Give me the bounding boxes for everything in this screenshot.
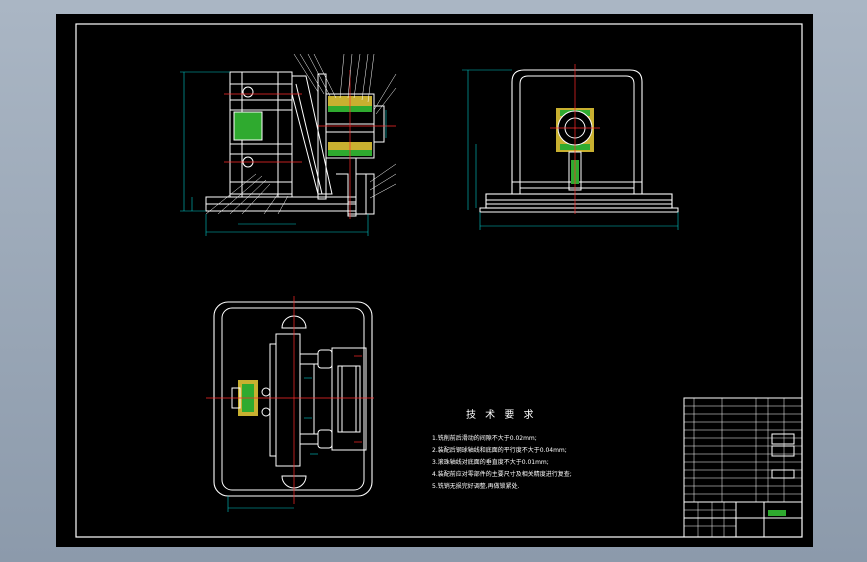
notes-title: 技 术 要 求	[466, 408, 537, 421]
cad-drawing: 技 术 要 求 1.铣削前后滑动的间隙不大于0.02mm; 2.装配后钢球轴线和…	[75, 23, 803, 538]
technical-requirements: 技 术 要 求 1.铣削前后滑动的间隙不大于0.02mm; 2.装配后钢球轴线和…	[432, 408, 572, 490]
drawing-frame	[75, 23, 803, 538]
side-view	[462, 64, 679, 230]
front-section-view	[180, 53, 397, 236]
note-item: 2.装配后钢球轴线和底面的平行度不大于0.04mm;	[432, 446, 567, 454]
drawing-sheet: 技 术 要 求 1.铣削前后滑动的间隙不大于0.02mm; 2.装配后钢球轴线和…	[56, 14, 813, 547]
note-item: 4.装配前应对零部件的主要尺寸及相关精度进行复查;	[432, 470, 572, 478]
top-view	[206, 296, 374, 512]
title-block	[683, 397, 803, 538]
note-item: 1.铣削前后滑动的间隙不大于0.02mm;	[432, 434, 537, 442]
note-item: 5.铣销无损完好调整,再做锁紧处.	[432, 482, 520, 490]
note-item: 3.滚珠轴线对底面的垂直度不大于0.01mm;	[432, 458, 549, 466]
shaft-hatch	[234, 112, 262, 140]
